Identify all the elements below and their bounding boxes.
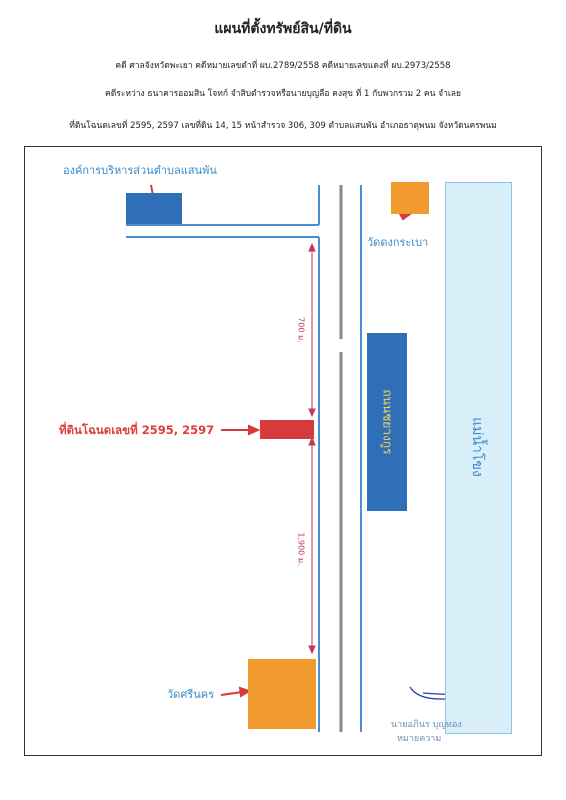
- subject-land-label: ที่ดินโฉนดเลขที่ 2595, 2597: [59, 422, 214, 440]
- mekong-river: [445, 182, 512, 734]
- distance-top-label: 700 ม.: [296, 317, 306, 343]
- tao-office-building: [126, 193, 182, 224]
- road-name-box: [367, 333, 407, 511]
- land-prefix: ที่ดินโฉนดเลขที่: [59, 423, 138, 437]
- river-label: แม่น้ำโขง: [469, 417, 485, 477]
- tao-office-label: องค์การบริหารส่วนตำบลแสนพัน: [63, 164, 217, 177]
- signer-title: หมายความ: [397, 734, 442, 744]
- land-line: ที่ดินโฉนดเลขที่ 2595, 2597 เลขที่ดิน 14…: [69, 121, 497, 131]
- location-map: องค์การบริหารส่วนตำบลแสนพัน วัดดงกระเบา …: [24, 146, 542, 756]
- signer-name: นายอภินร บุญทอง: [391, 720, 462, 730]
- distance-bottom-label: 1,900 ม.: [296, 532, 306, 566]
- wat-si-nakhon-label: วัดศรีนคร: [167, 688, 214, 701]
- wat-dong-krabao-building: [391, 182, 429, 214]
- wat-si-nakhon-building: [248, 659, 316, 729]
- land-numbers: 2595, 2597: [141, 423, 215, 437]
- wat-dong-krabao-label: วัดดงกระเบา: [367, 236, 429, 249]
- page-title: แผนที่ตั้งทรัพย์สิน/ที่ดิน: [214, 21, 352, 37]
- subject-land-marker: [260, 420, 314, 439]
- parties-line: คดีระหว่าง ธนาคารออมสิน โจทก์ จำสิบตำรวจ…: [105, 89, 461, 99]
- road-name-label: ถนนชยางกูร: [380, 389, 395, 455]
- case-line: คดี ศาลจังหวัดพะเยา คดีหมายเลขดำที่ ผบ.2…: [115, 61, 451, 71]
